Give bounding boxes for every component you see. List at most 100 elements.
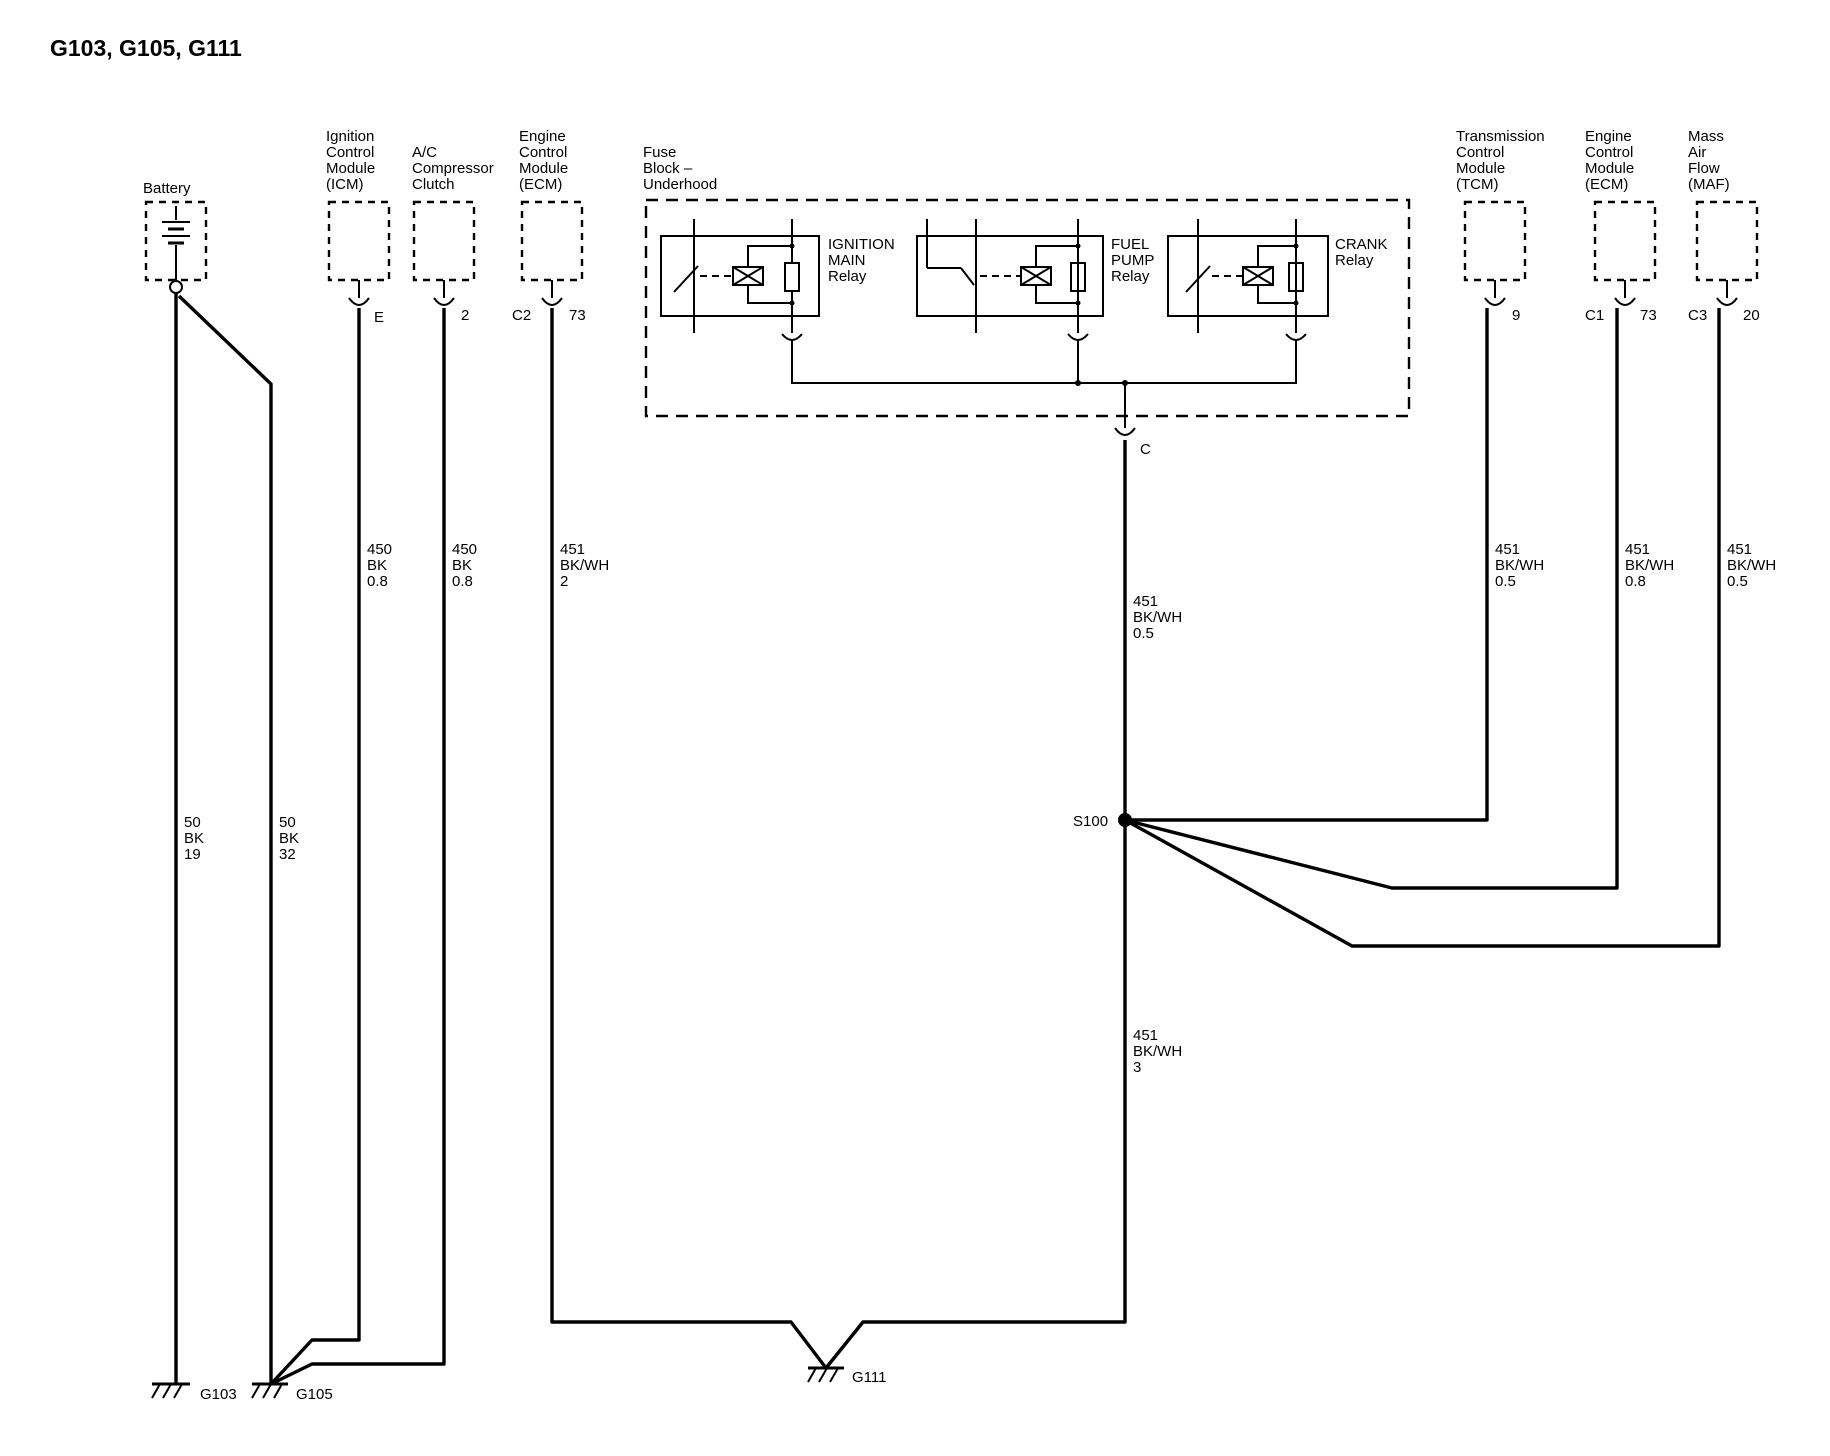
- svg-text:Module: Module: [326, 160, 375, 177]
- ac-compressor-box: [412, 200, 476, 282]
- ground-g103-icon: [151, 1382, 190, 1399]
- wire-label-fuse-lower: 451 BK/WH 3: [1133, 1027, 1182, 1076]
- wire-s100-maf: [1124, 308, 1721, 948]
- svg-text:Module: Module: [1456, 160, 1505, 177]
- battery-icon: [162, 206, 190, 294]
- ground-g111-icon: [807, 1366, 844, 1383]
- wire-fuse-g111: [824, 440, 1127, 1370]
- svg-text:BK/WH: BK/WH: [1133, 609, 1182, 626]
- tcm-connector-icon: [1484, 280, 1506, 306]
- svg-text:Control: Control: [1456, 144, 1504, 161]
- ecm-label-left: Engine Control Module (ECM): [519, 128, 568, 193]
- wire-s100-tcm: [1125, 308, 1489, 822]
- maf-box: [1695, 200, 1759, 282]
- icm-pin-label: E: [374, 309, 384, 326]
- svg-text:BK: BK: [452, 557, 472, 574]
- svg-text:PUMP: PUMP: [1111, 252, 1154, 269]
- svg-text:451: 451: [1625, 541, 1650, 558]
- svg-text:BK/WH: BK/WH: [1495, 557, 1544, 574]
- wire-ecm-g111: [550, 308, 828, 1370]
- wire-label-icm: 450 BK 0.8: [367, 541, 392, 590]
- ecm-left-pin-label: 73: [569, 307, 586, 324]
- ground-g103-label: G103: [200, 1386, 237, 1403]
- svg-text:(ECM): (ECM): [519, 176, 562, 193]
- battery-box: [144, 200, 208, 282]
- svg-text:32: 32: [279, 846, 296, 863]
- svg-text:19: 19: [184, 846, 201, 863]
- svg-text:MAIN: MAIN: [828, 252, 866, 269]
- svg-text:Ignition: Ignition: [326, 128, 374, 145]
- svg-text:Underhood: Underhood: [643, 176, 717, 193]
- wire-label-ecm-left: 451 BK/WH 2: [560, 541, 609, 590]
- svg-text:0.5: 0.5: [1727, 573, 1748, 590]
- svg-text:0.5: 0.5: [1495, 573, 1516, 590]
- tcm-label: Transmission Control Module (TCM): [1456, 128, 1545, 193]
- svg-text:Control: Control: [519, 144, 567, 161]
- svg-text:(ECM): (ECM): [1585, 176, 1628, 193]
- tcm-box: [1463, 200, 1527, 282]
- connector-icons-top: [348, 280, 1738, 306]
- ecm-right-connector-icon: [1614, 280, 1636, 306]
- wire-label-maf: 451 BK/WH 0.5: [1727, 541, 1776, 590]
- diagram-title: G103, G105, G111: [50, 35, 242, 61]
- fuel-pump-relay: FUEL PUMP Relay: [916, 219, 1154, 333]
- wire-icm-g105: [269, 308, 361, 1386]
- svg-text:451: 451: [1495, 541, 1520, 558]
- splice-s100-label: S100: [1073, 813, 1108, 830]
- icm-label: Ignition Control Module (ICM): [326, 128, 375, 193]
- ecm-right-connector-label: C1: [1585, 307, 1604, 324]
- splice-s100-dot: [1118, 813, 1132, 827]
- svg-text:BK/WH: BK/WH: [560, 557, 609, 574]
- svg-text:Flow: Flow: [1688, 160, 1720, 177]
- wire-label-ecm-right: 451 BK/WH 0.8: [1625, 541, 1674, 590]
- ignition-main-relay: IGNITION MAIN Relay: [660, 219, 895, 333]
- wire-label-tcm: 451 BK/WH 0.5: [1495, 541, 1544, 590]
- crank-relay: CRANK Relay: [1167, 219, 1388, 333]
- icm-box: [327, 200, 391, 282]
- svg-text:A/C: A/C: [412, 144, 437, 161]
- ecm-left-connector-icon: [541, 280, 563, 306]
- svg-text:Relay: Relay: [1335, 252, 1374, 269]
- icm-connector-icon: [348, 280, 370, 306]
- svg-text:CRANK: CRANK: [1335, 236, 1388, 253]
- svg-text:BK: BK: [367, 557, 387, 574]
- svg-text:Control: Control: [1585, 144, 1633, 161]
- svg-text:0.8: 0.8: [452, 573, 473, 590]
- ecm-left-connector-label: C2: [512, 307, 531, 324]
- svg-text:3: 3: [1133, 1059, 1141, 1076]
- ac-connector-icon: [433, 280, 455, 306]
- svg-text:Compressor: Compressor: [412, 160, 494, 177]
- svg-text:Battery: Battery: [143, 180, 191, 197]
- svg-text:Relay: Relay: [1111, 268, 1150, 285]
- svg-text:Mass: Mass: [1688, 128, 1724, 145]
- maf-pin-label: 20: [1743, 307, 1760, 324]
- ecm-box-right: [1593, 200, 1657, 282]
- wires: [174, 293, 1721, 1386]
- maf-connector-icon: [1716, 280, 1738, 306]
- ecm-box-left: [520, 200, 584, 282]
- fuse-block-box: [644, 198, 1411, 418]
- wire-ac-g105: [270, 308, 446, 1386]
- svg-text:BK: BK: [279, 830, 299, 847]
- tcm-pin-label: 9: [1512, 307, 1520, 324]
- ac-pin-label: 2: [461, 307, 469, 324]
- relay-ground-bus: [781, 333, 1307, 428]
- svg-text:Module: Module: [1585, 160, 1634, 177]
- ground-g105-icon: [251, 1382, 288, 1399]
- svg-text:BK: BK: [184, 830, 204, 847]
- battery-label: Battery: [143, 180, 191, 197]
- ecm-label-right: Engine Control Module (ECM): [1585, 128, 1634, 193]
- svg-text:Engine: Engine: [1585, 128, 1632, 145]
- svg-text:Block –: Block –: [643, 160, 693, 177]
- svg-text:2: 2: [560, 573, 568, 590]
- svg-text:BK/WH: BK/WH: [1133, 1043, 1182, 1060]
- maf-label: Mass Air Flow (MAF): [1688, 128, 1730, 193]
- svg-text:50: 50: [279, 814, 296, 831]
- wire-label-fuse-upper: 451 BK/WH 0.5: [1133, 593, 1182, 642]
- svg-text:0.8: 0.8: [367, 573, 388, 590]
- svg-text:IGNITION: IGNITION: [828, 236, 895, 253]
- svg-text:(MAF): (MAF): [1688, 176, 1730, 193]
- svg-text:451: 451: [1133, 1027, 1158, 1044]
